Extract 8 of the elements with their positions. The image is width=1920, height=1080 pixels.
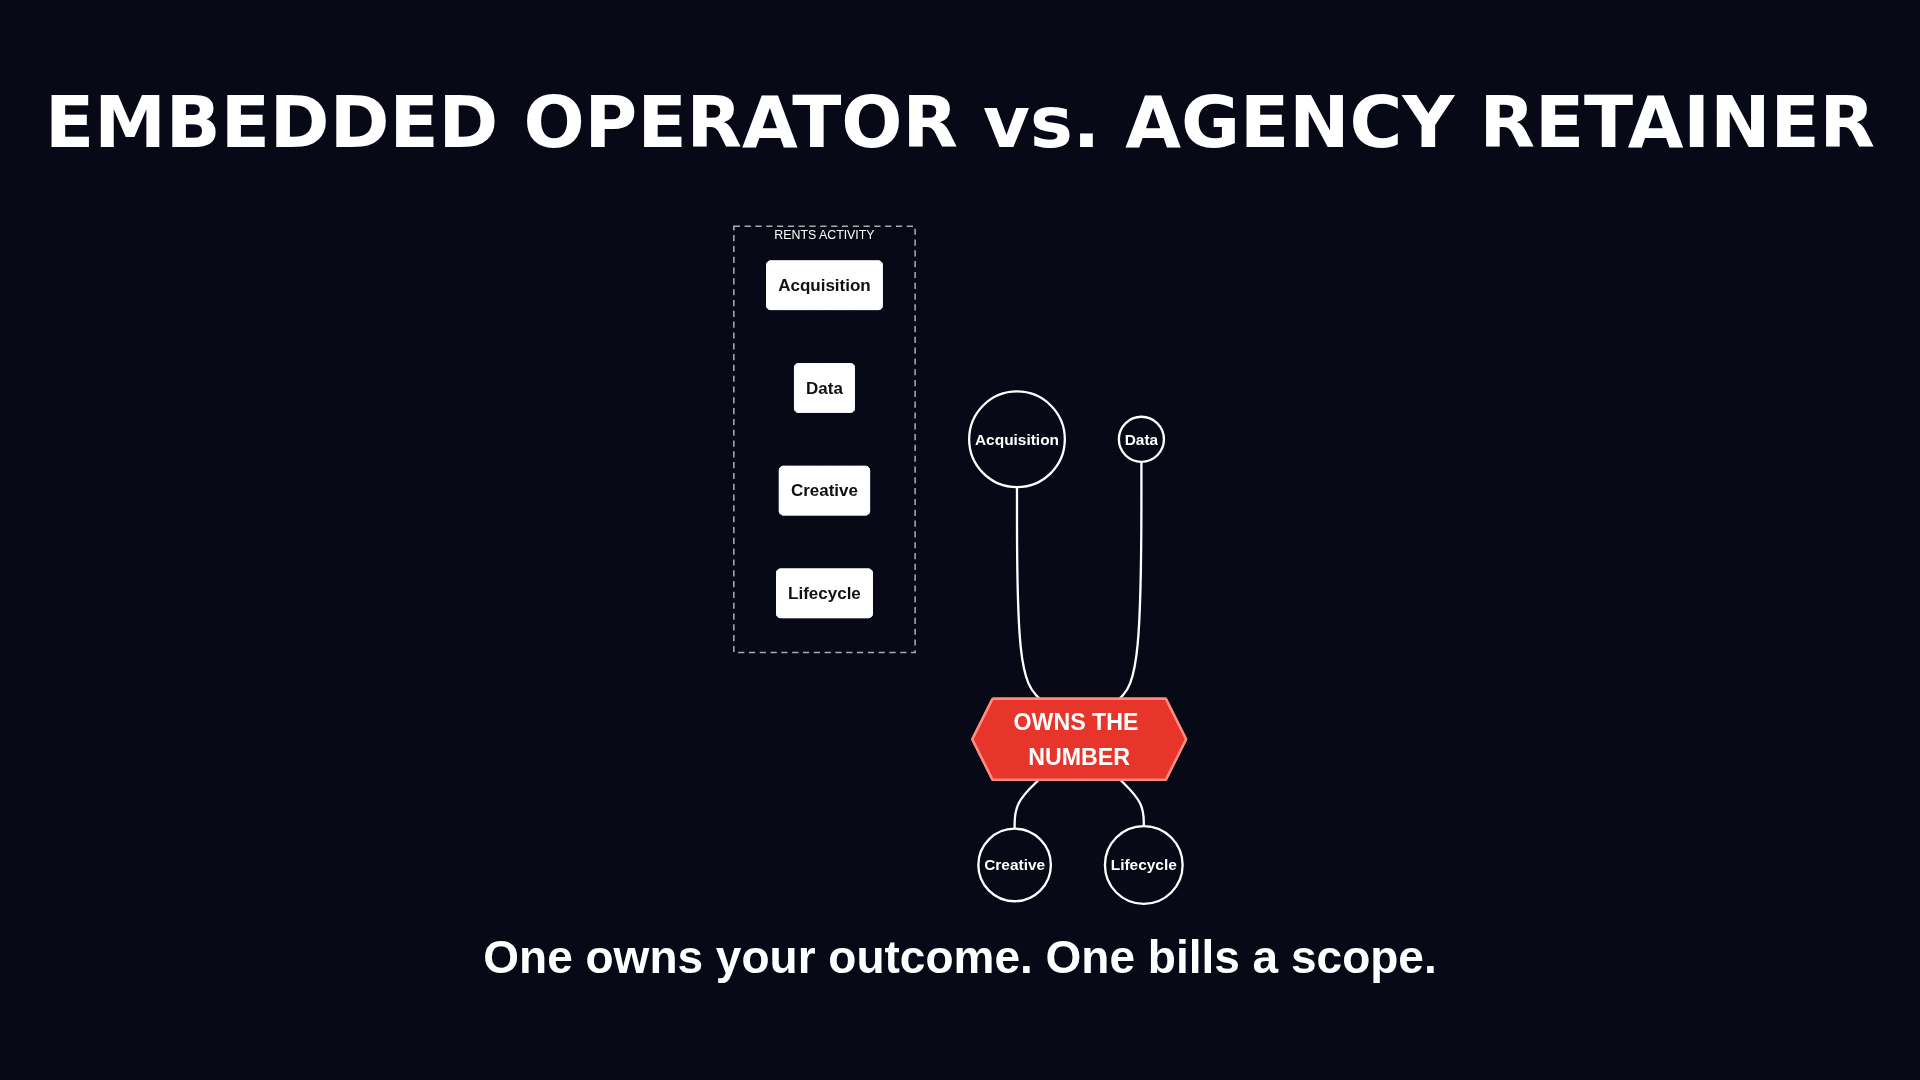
node-circle: Acquisition xyxy=(968,390,1066,489)
node-circle: Creative xyxy=(977,827,1053,903)
node-circle: Lifecycle xyxy=(1103,825,1184,905)
caption: One owns your outcome. One bills a scope. xyxy=(482,930,1438,984)
connector xyxy=(1119,779,1145,827)
connector xyxy=(1013,779,1040,829)
title: EMBEDDED OPERATOR vs. AGENCY RETAINER xyxy=(43,80,1877,164)
node-circle: Data xyxy=(1117,415,1166,463)
